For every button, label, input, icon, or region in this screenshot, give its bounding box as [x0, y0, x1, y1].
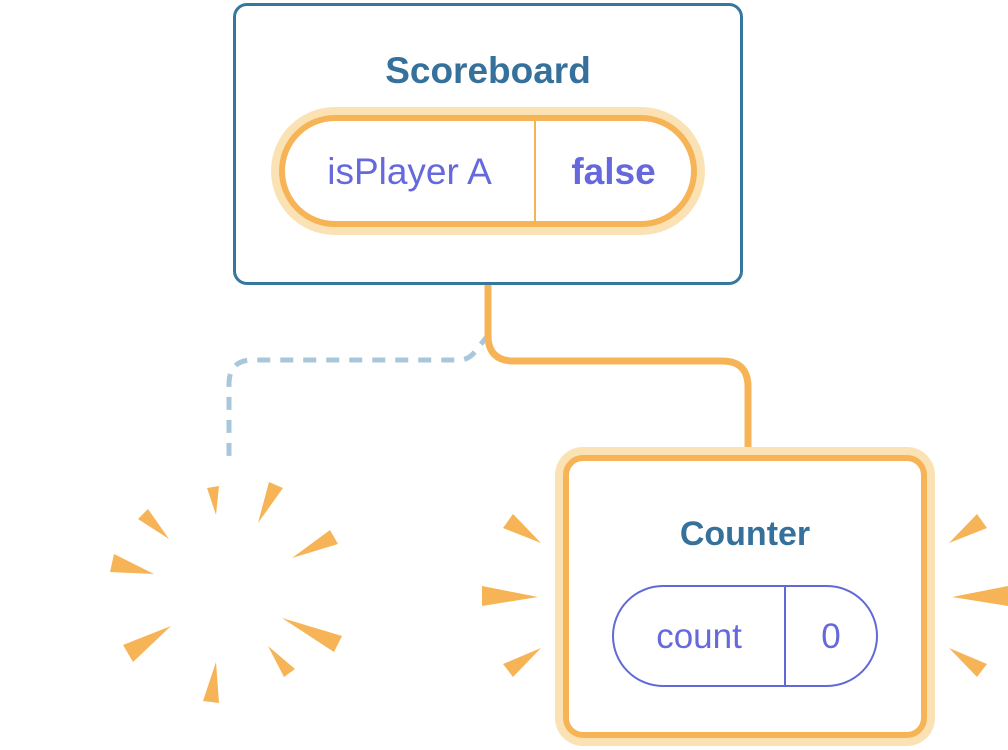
- emphasis-burst-icon-right: [949, 514, 1008, 677]
- counter-state-value: 0: [821, 616, 841, 656]
- pill-divider: [534, 121, 536, 221]
- pill-divider: [784, 587, 786, 685]
- scoreboard-state-value: false: [571, 150, 656, 192]
- scoreboard-state-name: isPlayer A: [327, 150, 492, 192]
- counter-state-pill: count 0: [612, 585, 878, 687]
- emphasis-burst-icon-left: [482, 514, 541, 677]
- dashed-connector-line: [226, 332, 491, 462]
- solid-connector-line: [484, 285, 752, 458]
- counter-card: Counter count 0: [563, 455, 927, 738]
- scoreboard-title: Scoreboard: [385, 50, 591, 91]
- counter-title: Counter: [679, 515, 811, 553]
- poof-burst-icon: [110, 482, 342, 703]
- scoreboard-state-pill: isPlayer A false: [279, 115, 697, 227]
- scoreboard-card: Scoreboard isPlayer A false: [233, 3, 743, 285]
- destroyed-card: [88, 462, 364, 722]
- destroyed-card-body: [88, 462, 364, 722]
- counter-state-name: count: [656, 616, 742, 656]
